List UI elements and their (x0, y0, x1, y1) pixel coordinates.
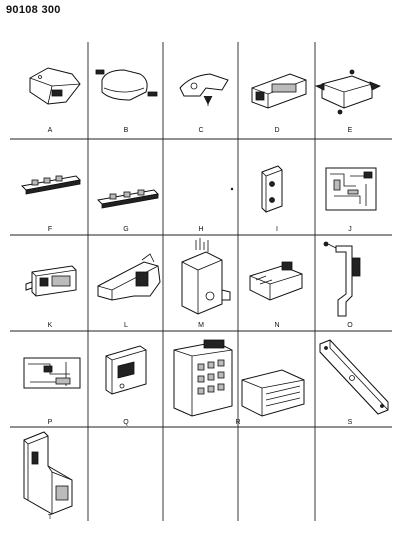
part-label-i: I (276, 226, 278, 233)
part-label-k: K (48, 322, 53, 329)
part-h-drawing (230, 187, 234, 191)
part-label-b: B (124, 127, 129, 134)
part-label-n: N (274, 322, 279, 329)
part-label-g: G (123, 226, 128, 233)
part-p-drawing (23, 357, 81, 389)
part-a-drawing (29, 67, 81, 105)
part-label-s: S (348, 419, 353, 426)
part-label-a: A (48, 127, 53, 134)
part-q-drawing (105, 345, 147, 395)
part-n-drawing (249, 261, 303, 301)
part-label-o: O (347, 322, 353, 329)
part-e-drawing (314, 69, 381, 115)
part-o-drawing (323, 241, 361, 317)
part-j-drawing (325, 167, 377, 211)
part-labels: A B C D E F G H I J K L M N O P Q R S T (48, 127, 354, 521)
part-label-q: Q (123, 419, 129, 426)
part-t-drawing (23, 431, 73, 515)
part-label-d: D (274, 127, 279, 134)
part-label-f: F (48, 226, 52, 233)
part-b-drawing (95, 69, 158, 101)
grid-lines (10, 42, 392, 521)
part-f-drawing (20, 175, 82, 195)
part-i-drawing (261, 165, 283, 213)
part-k-drawing (25, 265, 77, 297)
part-label-t: T (48, 514, 53, 521)
part-g-drawing (96, 189, 160, 209)
part-label-c: C (198, 127, 203, 134)
part-s-drawing (319, 339, 389, 415)
part-label-e: E (348, 127, 353, 134)
part-label-m: M (198, 322, 204, 329)
part-l-drawing (97, 253, 161, 301)
part-label-r: R (235, 419, 240, 426)
document-number: 90108 300 (6, 4, 61, 16)
part-label-h: H (198, 226, 203, 233)
part-label-p: P (48, 419, 53, 426)
part-label-l: L (124, 322, 128, 329)
part-c-drawing (179, 73, 229, 106)
part-m-drawing (181, 238, 231, 315)
part-d-drawing (251, 73, 307, 109)
part-label-j: J (348, 226, 352, 233)
part-r-drawing (173, 339, 305, 417)
